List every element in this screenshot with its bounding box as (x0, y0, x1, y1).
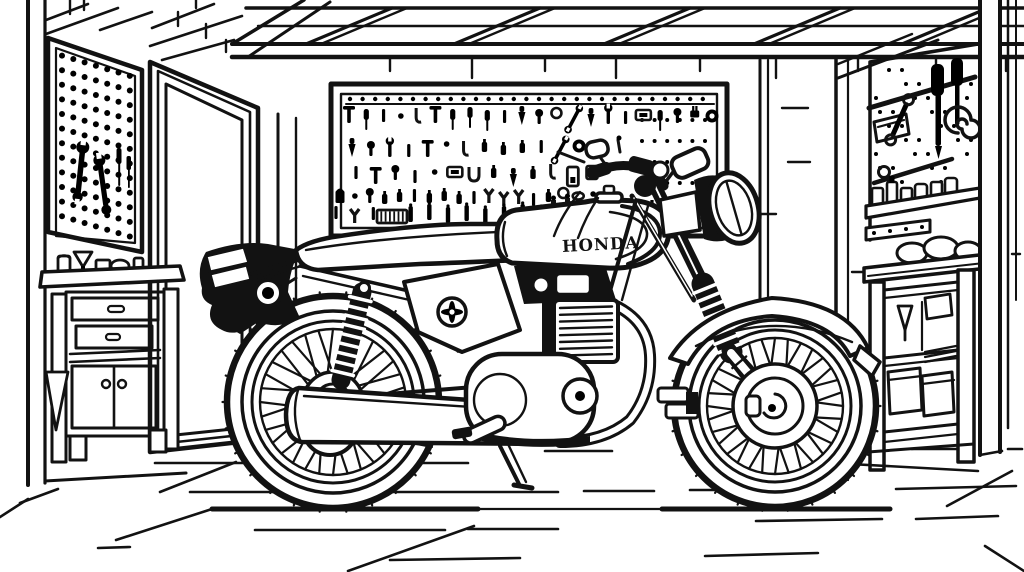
front-hub (731, 362, 819, 450)
drawer (74, 324, 154, 350)
mirror-icon (669, 146, 711, 180)
motorcycle: HONDA (199, 135, 882, 513)
workbench (38, 250, 186, 464)
headlight (658, 170, 762, 246)
ceiling-beams (229, 0, 1024, 80)
side-stand (498, 442, 535, 491)
corner-post (978, 0, 1004, 457)
cabinet-doors (70, 364, 158, 430)
chisel-icon (951, 58, 963, 125)
side-panel (402, 262, 522, 354)
right-shelving-unit (862, 252, 990, 472)
coil-spring-icon (943, 105, 982, 140)
gauge-icon (650, 160, 670, 180)
engine (451, 260, 620, 447)
right-tool-panel (864, 42, 983, 265)
big-screwdriver-icon (931, 64, 944, 159)
hanging-wrench-icon (72, 138, 112, 215)
hanging-funnel-icon (896, 304, 914, 342)
handlebar (552, 135, 711, 240)
signal-lamp-icon (584, 138, 610, 160)
rear-shock (330, 281, 373, 390)
left-pegboard (45, 35, 145, 255)
drawer (70, 296, 160, 322)
box-wrench-icon (884, 93, 915, 147)
front-fender (656, 296, 882, 420)
tank-brand-label: HONDA (562, 233, 640, 256)
hanging-screwdriver-icon (116, 148, 131, 188)
storage-box (886, 366, 956, 418)
left-wall-corner (26, 0, 244, 487)
fuel-cap (594, 191, 624, 204)
tail-light (204, 245, 251, 274)
tray-icon (872, 112, 911, 144)
screw-rail (864, 218, 932, 242)
